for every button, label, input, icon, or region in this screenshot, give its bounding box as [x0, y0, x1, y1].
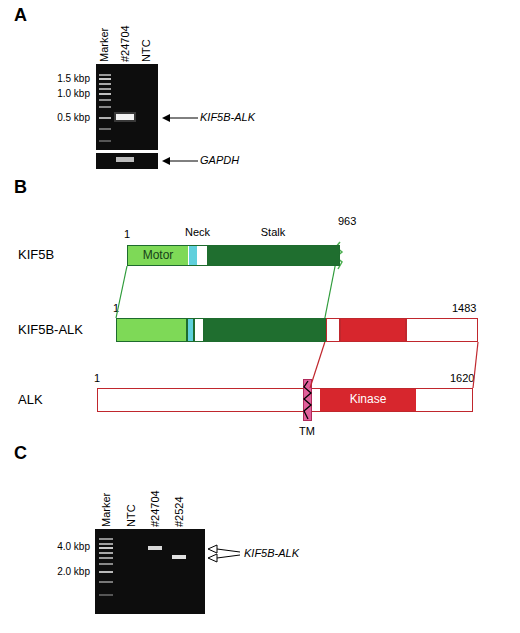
panel-letter: B [14, 178, 27, 198]
product-label: GAPDH [200, 154, 239, 166]
ladder-band [99, 594, 113, 596]
gel-band [116, 157, 134, 162]
gel-band [116, 114, 134, 120]
size-marker: 1.5 kbp [57, 73, 90, 84]
ladder-band [99, 571, 113, 573]
domain-box: Stalk [207, 246, 339, 265]
ladder-band [99, 78, 111, 80]
product-label: KIF5B-ALK [200, 111, 255, 123]
fusion-bar: KIF5B-ALK [116, 318, 478, 342]
ladder-band [99, 581, 113, 583]
residue-number: 1483 [452, 302, 476, 314]
gel-image [96, 153, 158, 169]
size-marker: 2.0 kbp [57, 566, 90, 577]
break-zigzag [304, 381, 311, 419]
mapping-line [325, 266, 335, 318]
ladder-band [99, 93, 111, 95]
ladder-band [99, 99, 111, 101]
lane-label: #24704 [119, 25, 131, 62]
residue-number: 1 [94, 372, 100, 384]
pointer-arrow [168, 118, 198, 119]
ladder-band [99, 117, 111, 119]
product-label: KIF5B-ALK [244, 547, 299, 559]
gel-band [172, 555, 186, 559]
ladder-band [99, 106, 111, 108]
domain-segment [406, 318, 478, 342]
ladder-band [99, 557, 113, 559]
residue-number: 1 [113, 302, 119, 314]
ladder-band [99, 88, 111, 90]
arrow-head [162, 114, 170, 122]
lane-label: #2524 [173, 496, 185, 527]
lane-label: NTC [125, 504, 137, 527]
panel-letter: A [14, 6, 27, 26]
ladder-band [99, 140, 111, 142]
ladder-band [99, 547, 113, 549]
ladder-band [99, 83, 111, 85]
domain-box: Motor [128, 246, 188, 265]
node-label: Kinase [350, 393, 387, 406]
mapping-line [310, 342, 325, 388]
domain-box: Kinase [320, 389, 416, 411]
node-label: Neck [185, 226, 210, 238]
domain-segment [326, 318, 340, 342]
domain-box: Neck [189, 246, 197, 265]
gel-image [95, 529, 205, 614]
gel-band [148, 546, 162, 550]
size-marker: 4.0 kbp [57, 541, 90, 552]
ladder-band [99, 563, 113, 565]
size-marker: 0.5 kbp [57, 112, 90, 123]
residue-number: 963 [338, 215, 356, 227]
node-label: Motor [143, 249, 174, 262]
pointer-arrow [217, 549, 240, 552]
mapping-line [116, 266, 127, 318]
node-label: Stalk [207, 226, 339, 238]
panel-letter: C [14, 444, 27, 464]
pointer-arrow [168, 161, 198, 162]
ladder-band [99, 552, 113, 554]
ladder-band [99, 128, 111, 130]
domain-segment [340, 318, 406, 342]
lane-label: Marker [98, 28, 110, 62]
domain-box: TM [303, 379, 312, 421]
node-label: ALK [18, 393, 43, 407]
lane-label: NTC [140, 39, 152, 62]
lane-label: Marker [100, 493, 112, 527]
domain-segment [194, 318, 204, 342]
protein-bar: ALKTMKinase [97, 388, 473, 412]
mapping-line [473, 342, 478, 388]
domain-segment [204, 318, 326, 342]
ladder-band [99, 74, 111, 76]
ladder-band [99, 538, 113, 540]
residue-number: 1 [124, 228, 130, 240]
node-label: KIF5B [18, 248, 54, 262]
node-label: TM [299, 425, 315, 437]
arrow-head [208, 554, 217, 562]
domain-segment [187, 318, 194, 342]
pointer-arrow [217, 555, 240, 558]
ladder-band [99, 543, 113, 545]
lane-label: #24704 [149, 490, 161, 527]
arrow-head [162, 157, 170, 165]
protein-bar: KIF5BMotorNeckStalk [127, 245, 340, 266]
residue-number: 1620 [450, 372, 474, 384]
size-marker: 1.0 kbp [57, 88, 90, 99]
band-glow [114, 112, 136, 122]
domain-segment [116, 318, 187, 342]
arrow-head [208, 545, 217, 553]
gel-image [96, 64, 158, 150]
node-label: KIF5B-ALK [18, 323, 83, 337]
